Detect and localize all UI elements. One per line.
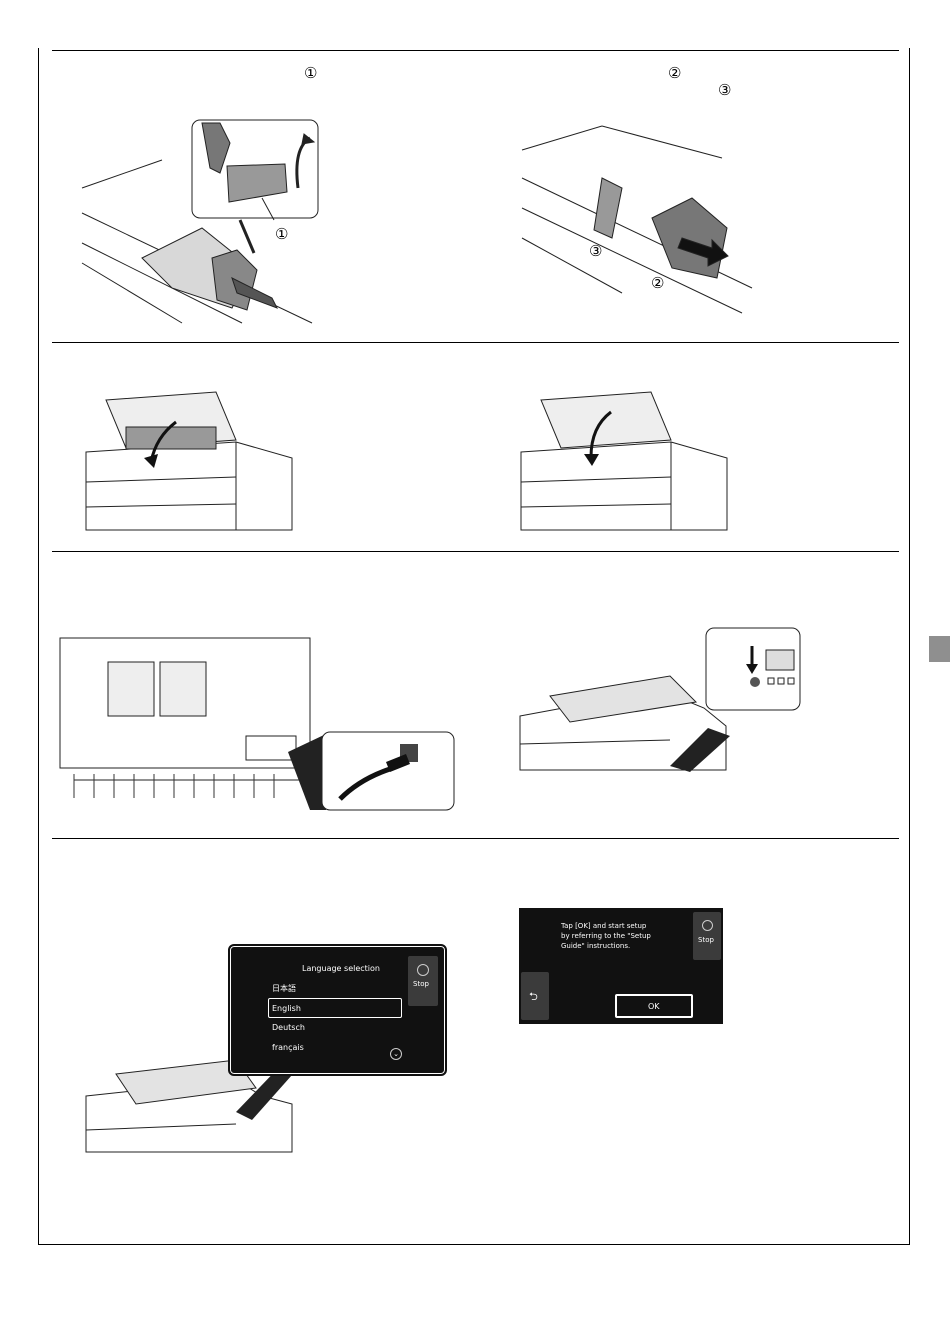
step-marker-2: ② bbox=[668, 66, 681, 81]
illustration-cover-close-b bbox=[521, 392, 733, 532]
illustration-lever-lift bbox=[82, 118, 322, 326]
language-screen-title: Language selection bbox=[302, 964, 380, 973]
back-arrow-icon: ⮌ bbox=[529, 988, 538, 1007]
setup-message-line1: Tap [OK] and start setup bbox=[561, 922, 646, 930]
language-item-english[interactable]: English bbox=[268, 998, 402, 1018]
language-item-japanese[interactable]: 日本語 bbox=[272, 983, 296, 994]
callout-2: ② bbox=[651, 276, 664, 291]
step-marker-1: ① bbox=[304, 66, 317, 81]
scroll-down-icon[interactable]: ⌄ bbox=[390, 1048, 402, 1060]
language-item-english-label: English bbox=[272, 1004, 301, 1013]
language-selection-screen: Language selection 日本語 English Deutsch f… bbox=[228, 944, 447, 1076]
illustration-cover-close-a bbox=[86, 392, 298, 532]
ok-label: OK bbox=[648, 1002, 660, 1011]
language-item-french[interactable]: français bbox=[272, 1043, 304, 1052]
illustration-power-cord bbox=[60, 634, 456, 810]
setup-message-line2: by referring to the "Setup bbox=[561, 932, 651, 940]
stop-label: Stop bbox=[413, 980, 429, 988]
step-marker-3: ③ bbox=[718, 83, 731, 98]
setup-guide-screen: Tap [OK] and start setup by referring to… bbox=[519, 908, 723, 1024]
section-tab bbox=[929, 636, 950, 662]
rule-2 bbox=[52, 551, 899, 552]
illustration-carriage-slide bbox=[522, 118, 758, 318]
stop-button[interactable]: Stop bbox=[408, 956, 438, 1006]
back-button[interactable]: ⮌ bbox=[521, 972, 549, 1020]
illustration-power-button bbox=[520, 626, 804, 772]
stop-button-setup[interactable]: Stop bbox=[693, 912, 721, 960]
stop-icon-setup bbox=[702, 920, 713, 931]
stop-icon bbox=[417, 964, 429, 976]
stop-label-setup: Stop bbox=[698, 936, 714, 944]
language-item-german[interactable]: Deutsch bbox=[272, 1023, 305, 1032]
rule-top bbox=[52, 50, 899, 51]
rule-1 bbox=[52, 342, 899, 343]
callout-3: ③ bbox=[589, 244, 602, 259]
setup-message-line3: Guide" instructions. bbox=[561, 942, 630, 950]
rule-3 bbox=[52, 838, 899, 839]
ok-button[interactable]: OK bbox=[615, 994, 693, 1018]
callout-1: ① bbox=[275, 227, 288, 242]
